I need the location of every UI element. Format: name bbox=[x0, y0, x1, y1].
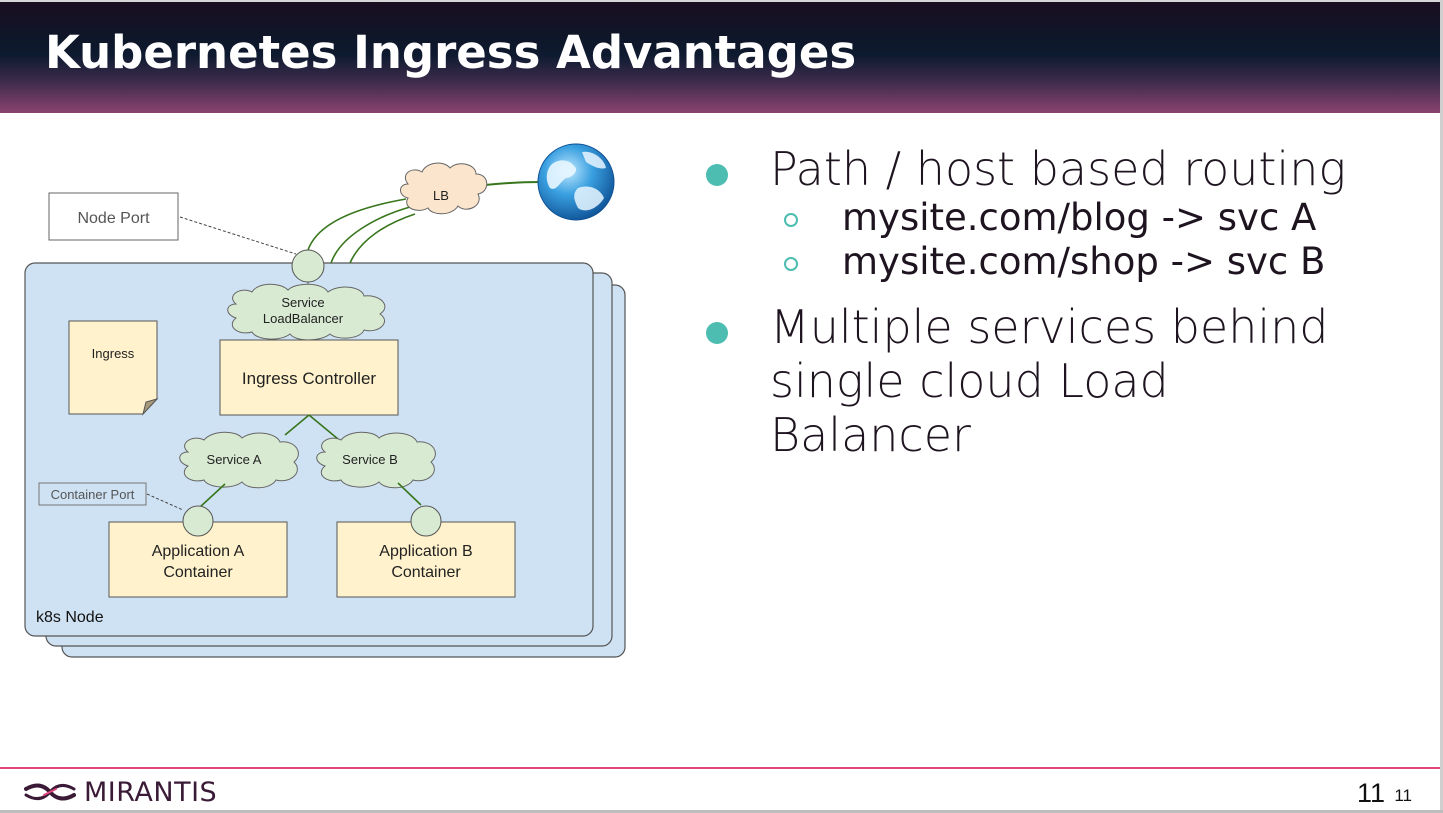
link-service-a-port bbox=[199, 483, 226, 508]
service-lb-line2: LoadBalancer bbox=[263, 311, 344, 326]
service-a-cloud: Service A bbox=[179, 431, 299, 489]
lb-link-2 bbox=[330, 206, 411, 264]
app-b-line2: Container bbox=[391, 564, 461, 581]
sub-bullet-text: mysite.com/blog -> svc A bbox=[842, 196, 1317, 239]
bullet-text-line: Balancer bbox=[770, 408, 971, 462]
bullet-item: Multiple services behind single cloud Lo… bbox=[700, 300, 1440, 462]
service-b-label: Service B bbox=[342, 452, 398, 467]
container-port-label: Container Port bbox=[51, 487, 135, 502]
ingress-controller-label: Ingress Controller bbox=[242, 369, 377, 388]
footer-divider bbox=[0, 767, 1440, 769]
service-b-cloud: Service B bbox=[316, 431, 436, 489]
bullet-list: Path / host based routing mysite.com/blo… bbox=[700, 142, 1440, 462]
app-b-port-circle bbox=[410, 505, 442, 537]
service-lb-line1: Service bbox=[281, 295, 324, 310]
lb-cloud: LB bbox=[400, 162, 488, 215]
slide-title: Kubernetes Ingress Advantages bbox=[45, 26, 857, 79]
lb-link-1 bbox=[307, 198, 407, 251]
node-port-box bbox=[48, 192, 179, 241]
sub-bullet-item: mysite.com/blog -> svc A bbox=[700, 196, 1440, 240]
app-b-line1: Application B bbox=[379, 543, 472, 560]
ingress-label: Ingress bbox=[92, 346, 135, 361]
window-edge-right bbox=[1440, 0, 1443, 813]
container-port-pointer bbox=[146, 493, 184, 511]
window-edge-bottom bbox=[0, 810, 1443, 813]
ingress-controller-box bbox=[219, 339, 399, 416]
bullet-dot-icon bbox=[706, 164, 728, 186]
lb-label: LB bbox=[433, 188, 449, 203]
k8s-node-label: k8s Node bbox=[36, 609, 104, 626]
node-port-pointer bbox=[179, 216, 297, 255]
link-controller-service-a bbox=[284, 414, 310, 436]
lb-link-3 bbox=[349, 213, 416, 264]
mirantis-logo-icon bbox=[24, 783, 76, 801]
service-loadbalancer-cloud: Service LoadBalancer bbox=[227, 283, 386, 341]
globe-link bbox=[484, 181, 541, 186]
service-a-label: Service A bbox=[207, 452, 262, 467]
container-port-box bbox=[38, 482, 147, 506]
bullet-dot-icon bbox=[706, 322, 728, 344]
sub-bullet-ring-icon bbox=[784, 213, 798, 227]
mirantis-logo: MIRANTIS bbox=[24, 776, 217, 808]
sub-bullet-item: mysite.com/shop -> svc B bbox=[700, 240, 1440, 284]
node-port-circle bbox=[291, 249, 325, 283]
brand-name: MIRANTIS bbox=[84, 776, 218, 808]
bullet-item: Path / host based routing bbox=[700, 142, 1440, 196]
node-port-label: Node Port bbox=[77, 210, 150, 227]
bullet-text-line: Multiple services behind bbox=[770, 300, 1329, 354]
page-number: 11 bbox=[1356, 778, 1385, 808]
link-service-b-port bbox=[397, 482, 422, 506]
page-number-small: 11 bbox=[1394, 786, 1412, 805]
bullet-text-line: single cloud Load bbox=[770, 354, 1169, 408]
sub-bullet-ring-icon bbox=[784, 257, 798, 271]
app-a-port-circle bbox=[182, 505, 214, 537]
ingress-diagram: Node Port LB Service LoadBalancer bbox=[24, 143, 626, 658]
sub-bullet-text: mysite.com/shop -> svc B bbox=[842, 240, 1326, 283]
app-a-line2: Container bbox=[163, 564, 233, 581]
ingress-resource: Ingress bbox=[68, 320, 159, 416]
bullet-text: Path / host based routing bbox=[770, 142, 1346, 196]
link-controller-service-b bbox=[308, 414, 339, 440]
globe-icon bbox=[537, 143, 615, 221]
slide-header: Kubernetes Ingress Advantages bbox=[0, 2, 1440, 113]
app-a-line1: Application A bbox=[152, 543, 245, 560]
